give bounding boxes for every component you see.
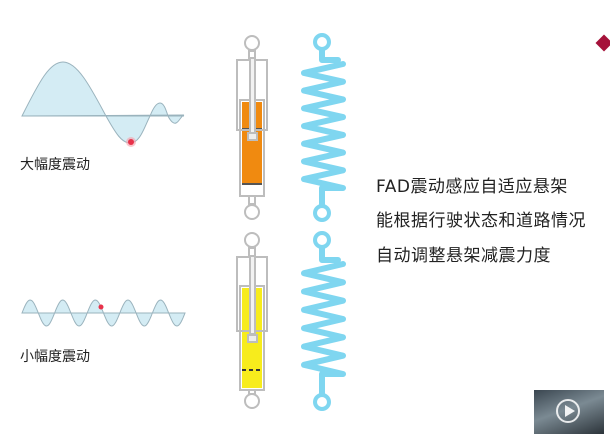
- shock-absorber-firm: [236, 232, 268, 409]
- large-amplitude-label: 大幅度震动: [20, 157, 90, 173]
- description-line-2: 能根据行驶状态和道路情况: [376, 211, 586, 231]
- vibration-marker: [98, 304, 104, 310]
- coil-spring-bottom: [301, 231, 346, 411]
- small-amplitude-label: 小幅度震动: [20, 349, 90, 365]
- play-icon[interactable]: [556, 399, 580, 423]
- description-line-1: FAD震动感应自适应悬架: [376, 177, 568, 197]
- coil-spring-top: [301, 33, 346, 222]
- large-amplitude-wave: [21, 61, 185, 147]
- vibration-marker: [128, 139, 134, 145]
- shock-absorber-soft: [236, 35, 268, 220]
- video-thumbnail[interactable]: [534, 390, 604, 434]
- description-line-3: 自动调整悬架减震力度: [376, 246, 551, 266]
- small-amplitude-wave: [21, 299, 186, 327]
